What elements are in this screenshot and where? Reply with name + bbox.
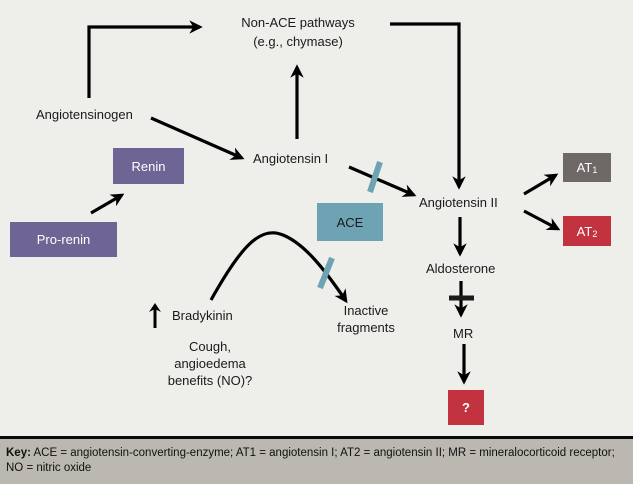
bradykinin-up-arrow-icon (148, 303, 162, 333)
box-ace: ACE (317, 203, 383, 241)
node-mr: MR (453, 326, 474, 341)
ace-inhibitor-bar-angiotensin (367, 161, 383, 193)
box-at2-sub: 2 (592, 228, 598, 239)
arrow-pro-renin-to-renin (90, 193, 125, 215)
inactive-line2: fragments (337, 320, 395, 335)
arrow-angiotensin-ii-to-at1 (523, 173, 559, 196)
effects-line2: angioedema (174, 356, 246, 371)
box-pro-renin-label: Pro-renin (36, 232, 91, 247)
node-angiotensin-ii: Angiotensin II (419, 195, 498, 210)
arrow-angiotensin-i-to-angiotensin-ii (348, 165, 417, 197)
node-bradykinin: Bradykinin (172, 308, 233, 323)
box-renin: Renin (113, 148, 184, 184)
box-at1-label: AT (576, 160, 593, 175)
ace-inhibitor-bar-bradykinin (317, 256, 335, 290)
box-at1-sub: 1 (592, 165, 598, 175)
key-title: Key: (6, 447, 31, 459)
non-ace-line1: Non-ACE pathways (241, 15, 355, 30)
arrow-angiotensinogen-to-non-ace (87, 20, 203, 98)
node-angiotensinogen: Angiotensinogen (36, 107, 133, 122)
box-ace-label: ACE (336, 214, 364, 230)
arrow-angiotensin-ii-to-at2 (523, 209, 561, 231)
arrow-non-ace-to-angiotensin-ii (390, 22, 466, 190)
node-aldosterone: Aldosterone (426, 261, 496, 276)
box-unknown-label: ? (462, 400, 470, 415)
inactive-line1: Inactive (343, 303, 389, 318)
key-text: ACE = angiotensin-converting-enzyme; AT1… (6, 447, 615, 474)
key-panel: Key: ACE = angiotensin-converting-enzyme… (0, 439, 633, 484)
node-angiotensin-i: Angiotensin I (253, 151, 329, 166)
box-renin-label: Renin (131, 158, 166, 174)
arrow-angiotensinogen-to-angiotensin-i (150, 116, 245, 160)
bradykinin-effects: Cough, angioedema benefits (NO)? (155, 339, 265, 389)
non-ace-line2: (e.g., chymase) (253, 34, 343, 49)
box-pro-renin: Pro-renin (10, 222, 117, 257)
effects-line1: Cough, (189, 339, 231, 354)
box-unknown-effect: ? (448, 390, 484, 425)
pathway-diagram (87, 20, 561, 385)
box-at1: AT1 (563, 153, 611, 182)
box-at2: AT2 (563, 216, 611, 246)
effects-line3: benefits (NO)? (167, 373, 253, 388)
node-non-ace-pathways: Non-ACE pathways (e.g., chymase) (228, 15, 368, 50)
key-divider (0, 436, 633, 439)
box-at2-label: AT (576, 223, 593, 239)
node-inactive-fragments: Inactive fragments (326, 303, 406, 336)
